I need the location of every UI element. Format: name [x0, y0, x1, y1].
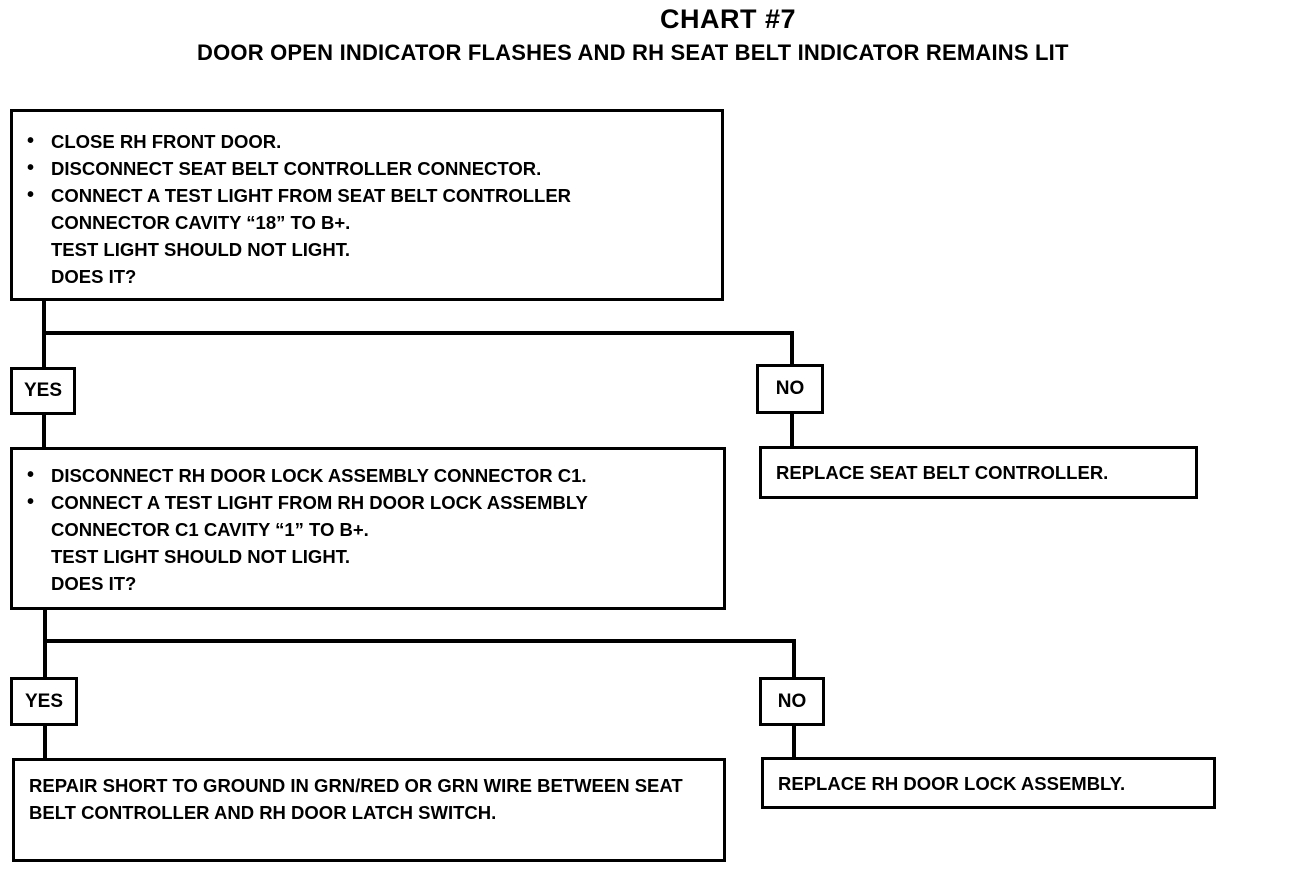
- step1-no-drop-line: [790, 331, 794, 365]
- step1-stem-line: [42, 300, 46, 370]
- step2-bullet-2: CONNECT A TEST LIGHT FROM RH DOOR LOCK A…: [13, 489, 723, 543]
- step2-question: DOES IT?: [51, 573, 137, 594]
- step1-no-result-text: REPLACE SEAT BELT CONTROLLER.: [776, 462, 1109, 483]
- step2-yes-result-text: REPAIR SHORT TO GROUND IN GRN/RED OR GRN…: [29, 775, 683, 823]
- step2-bullet-list: DISCONNECT RH DOOR LOCK ASSEMBLY CONNECT…: [13, 462, 723, 543]
- step2-no-label: NO: [759, 677, 825, 726]
- step2-no-drop-line: [792, 639, 796, 677]
- step1-no-label: NO: [756, 364, 824, 414]
- step1-no-down-line: [790, 413, 794, 449]
- step1-bullet-2: DISCONNECT SEAT BELT CONTROLLER CONNECTO…: [13, 155, 721, 182]
- step1-note-1: TEST LIGHT SHOULD NOT LIGHT.: [51, 239, 351, 260]
- step2-stem-line: [43, 609, 47, 679]
- step2-no-down-line: [792, 725, 796, 761]
- step1-bullet-1: CLOSE RH FRONT DOOR.: [13, 128, 721, 155]
- step1-question: DOES IT?: [51, 266, 137, 287]
- step2-yes-label: YES: [10, 677, 78, 726]
- step2-bullet-1: DISCONNECT RH DOOR LOCK ASSEMBLY CONNECT…: [13, 462, 723, 489]
- step2-note-1: TEST LIGHT SHOULD NOT LIGHT.: [51, 546, 351, 567]
- chart-title: CHART #7: [660, 4, 797, 34]
- step1-bullet-list: CLOSE RH FRONT DOOR. DISCONNECT SEAT BEL…: [13, 128, 721, 236]
- step2-instruction-box: DISCONNECT RH DOOR LOCK ASSEMBLY CONNECT…: [10, 447, 726, 610]
- step2-yes-down-line: [43, 725, 47, 761]
- step2-yes-result-box: REPAIR SHORT TO GROUND IN GRN/RED OR GRN…: [12, 758, 726, 862]
- chart-subtitle: DOOR OPEN INDICATOR FLASHES AND RH SEAT …: [197, 40, 1069, 65]
- step1-no-result-box: REPLACE SEAT BELT CONTROLLER.: [759, 446, 1198, 499]
- step2-no-result-text: REPLACE RH DOOR LOCK ASSEMBLY.: [778, 772, 1126, 794]
- step2-branch-line: [43, 639, 796, 643]
- step2-no-result-box: REPLACE RH DOOR LOCK ASSEMBLY.: [761, 757, 1216, 809]
- step1-branch-line: [42, 331, 794, 335]
- step1-yes-label: YES: [10, 367, 76, 415]
- step1-bullet-3: CONNECT A TEST LIGHT FROM SEAT BELT CONT…: [13, 182, 721, 236]
- step1-instruction-box: CLOSE RH FRONT DOOR. DISCONNECT SEAT BEL…: [10, 109, 724, 301]
- step1-yes-down-line: [42, 414, 46, 450]
